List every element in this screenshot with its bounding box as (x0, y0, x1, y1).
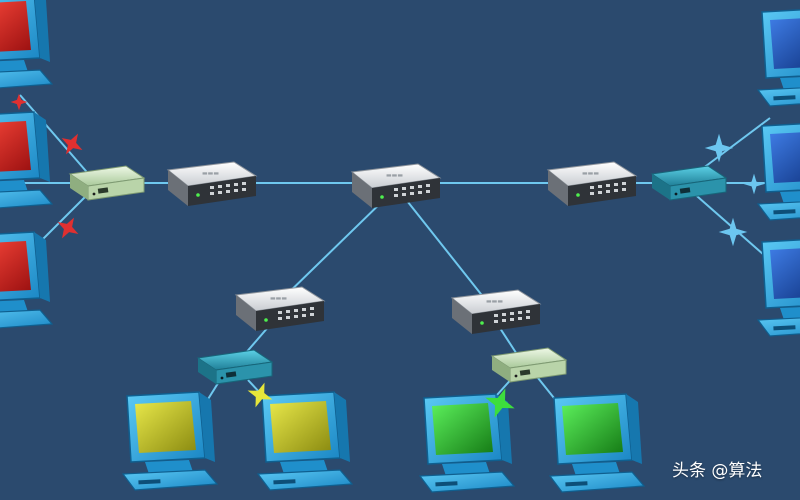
computer-right-middle-blue (757, 121, 800, 221)
hub-lower-right-green (490, 347, 568, 383)
svg-text:▬▬▬: ▬▬▬ (202, 170, 219, 177)
link-left-top-pc (19, 94, 93, 179)
screen-green (432, 403, 493, 455)
svg-text:▬▬▬: ▬▬▬ (486, 298, 503, 305)
computer-left-middle-red (0, 111, 53, 211)
screen-yellow (270, 401, 331, 453)
computer-right-top-blue (757, 7, 800, 107)
hub-right-teal (650, 165, 728, 201)
collision-star-icon (485, 388, 515, 418)
switch-center: ▬▬▬ (350, 163, 442, 208)
collision-star-icon (57, 217, 79, 239)
svg-text:▬▬▬: ▬▬▬ (270, 295, 287, 302)
computer-bottom-yellow-2 (257, 391, 353, 491)
collision-star-icon (247, 382, 273, 408)
collision-star-icon (743, 173, 765, 195)
watermark-text: 头条 @算法 (672, 461, 763, 481)
computer-right-bottom-blue (757, 237, 800, 337)
svg-text:▬▬▬: ▬▬▬ (582, 170, 599, 177)
computer-bottom-yellow-1 (122, 391, 218, 491)
hub-lower-left-teal (196, 349, 274, 385)
switch-right: ▬▬▬ (546, 161, 638, 206)
collision-star-icon (10, 93, 83, 239)
switch-lower-left: ▬▬▬ (234, 286, 326, 331)
links (0, 94, 800, 426)
computer-bottom-green-1 (419, 393, 515, 493)
screen-green (562, 403, 623, 455)
collision-star-icon (247, 382, 273, 408)
computer-left-bottom-red (0, 231, 53, 331)
screen-red (0, 1, 31, 52)
collision-star-icon (704, 133, 734, 163)
collision-star-icon (704, 133, 765, 247)
computer-bottom-green-2 (549, 393, 645, 493)
computer-left-top-red (0, 0, 53, 91)
collision-star-icon (61, 133, 83, 155)
screen-blue (770, 248, 800, 299)
screen-blue (770, 132, 800, 183)
collision-star-icon (485, 388, 515, 418)
collision-star-icon (10, 93, 28, 111)
collision-star-icon (718, 217, 748, 247)
screen-red (0, 121, 31, 172)
link-center-to-right-switch (399, 191, 493, 309)
svg-text:▬▬▬: ▬▬▬ (386, 172, 403, 179)
hub-left-green (68, 165, 146, 201)
link-center-to-left-switch (277, 191, 393, 304)
screen-blue (770, 18, 800, 69)
screen-yellow (135, 401, 196, 453)
screen-red (0, 241, 31, 292)
switch-lower-right: ▬▬▬ (450, 289, 542, 334)
switch-left: ▬▬▬ (166, 161, 258, 206)
